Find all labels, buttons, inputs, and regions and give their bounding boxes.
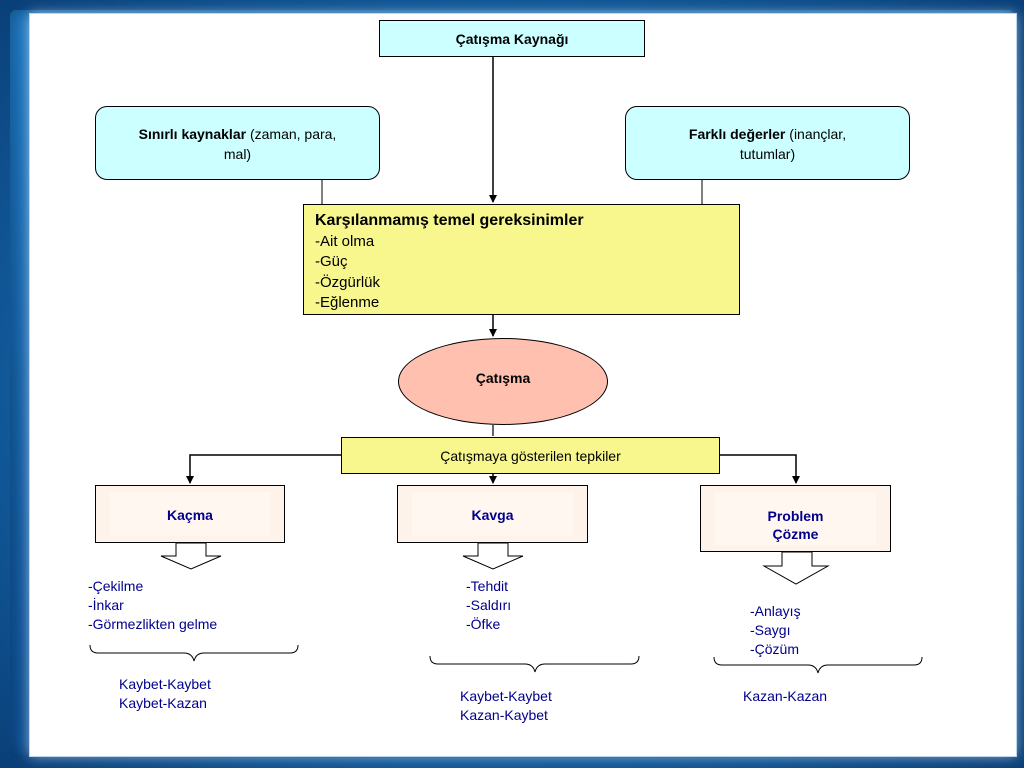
strategy-problem-solving-box: Problem Çözme xyxy=(700,485,891,552)
conflict-ellipse: Çatışma xyxy=(398,338,608,425)
outcome-item: Kaybet-Kaybet xyxy=(460,688,552,704)
outcome-item: Kaybet-Kazan xyxy=(119,695,207,711)
down-arrow-problem xyxy=(762,551,830,585)
conflict-label: Çatışma xyxy=(475,369,531,386)
strategy-inner-panel xyxy=(412,492,573,536)
need-item: -Ait olma xyxy=(315,232,375,250)
list-item: -Saygı xyxy=(750,622,791,638)
strategy-problem-label-line: Problem xyxy=(767,508,824,524)
strategy-inner-panel xyxy=(110,492,270,536)
brace-kavga xyxy=(429,655,640,673)
conflict-source-label: Çatışma Kaynağı xyxy=(455,30,569,47)
unmet-needs-title: Karşılanmamış temel gereksinimler xyxy=(315,212,584,229)
outcome-item: Kazan-Kaybet xyxy=(460,707,548,723)
unmet-needs-box: Karşılanmamış temel gereksinimler -Ait o… xyxy=(303,204,740,315)
limited-resources-box: Sınırlı kaynaklar (zaman, para, mal) xyxy=(95,106,380,180)
reactions-box: Çatışmaya gösterilen tepkiler xyxy=(341,437,720,474)
need-item: -Güç xyxy=(315,253,348,270)
kacma-behaviors-list: -Çekilme -İnkar -Görmezlikten gelme xyxy=(88,577,217,634)
strategy-kacma-box: Kaçma xyxy=(95,485,285,543)
strategy-inner-panel xyxy=(715,492,876,545)
need-item: -Eğlenme xyxy=(315,294,380,311)
kavga-outcomes: Kaybet-Kaybet Kazan-Kaybet xyxy=(460,687,552,725)
strategy-problem-label-line: Çözme xyxy=(772,526,819,542)
list-item: -Tehdit xyxy=(466,578,509,594)
kavga-behaviors-list: -Tehdit -Saldırı -Öfke xyxy=(466,577,511,634)
strategy-kacma-label: Kaçma xyxy=(167,507,213,523)
problem-solving-behaviors-list: -Anlayış -Saygı -Çözüm xyxy=(750,602,801,659)
kacma-outcomes: Kaybet-Kaybet Kaybet-Kazan xyxy=(119,675,211,713)
limited-resources-detail: (zaman, para, mal) xyxy=(223,126,337,162)
outcome-item: Kaybet-Kaybet xyxy=(119,676,211,692)
list-item: -Çekilme xyxy=(88,578,144,594)
problem-solving-outcomes: Kazan-Kazan xyxy=(743,687,827,706)
strategy-problem-solving-label: Problem Çözme xyxy=(701,507,890,543)
list-item: -Öfke xyxy=(466,616,501,632)
list-item: -Saldırı xyxy=(466,597,512,613)
down-arrow-kacma xyxy=(160,542,222,570)
connector-reactions-problem xyxy=(720,454,800,484)
list-item: -Çözüm xyxy=(750,641,800,657)
brace-problem xyxy=(713,656,923,674)
reactions-label: Çatışmaya gösterilen tepkiler xyxy=(440,447,621,464)
different-values-title: Farklı değerler xyxy=(688,126,786,142)
different-values-box: Farklı değerler (inançlar, tutumlar) xyxy=(625,106,910,180)
need-item: -Özgürlük xyxy=(315,273,381,291)
brace-kacma xyxy=(89,644,299,662)
strategy-kavga-box: Kavga xyxy=(397,485,588,543)
down-arrow-kavga xyxy=(462,542,524,570)
conflict-source-box: Çatışma Kaynağı xyxy=(379,20,645,57)
outcome-item: Kazan-Kazan xyxy=(743,688,828,704)
list-item: -Anlayış xyxy=(750,603,801,619)
connector-reactions-kacma xyxy=(186,454,341,484)
limited-resources-title: Sınırlı kaynaklar xyxy=(138,126,247,142)
list-item: -Görmezlikten gelme xyxy=(88,616,218,632)
strategy-kavga-label: Kavga xyxy=(471,507,514,523)
list-item: -İnkar xyxy=(88,597,124,613)
different-values-detail: (inançlar, tutumlar) xyxy=(739,126,847,162)
